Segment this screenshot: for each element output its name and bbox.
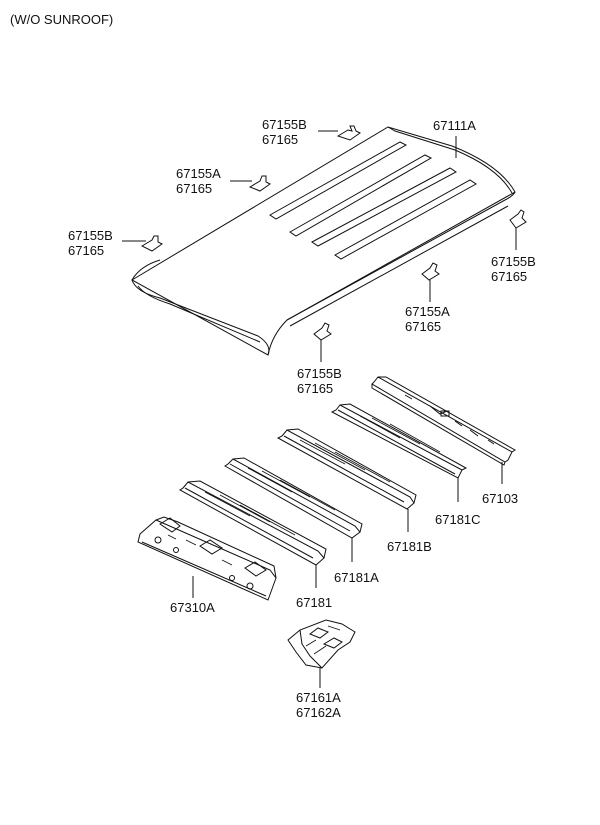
rear-rail <box>137 516 277 601</box>
roof-panel <box>130 126 516 356</box>
clip-left-a <box>230 175 271 192</box>
label-clip-right-b-1: 67155B <box>491 254 536 269</box>
label-clip-bottom-b-2: 67165 <box>297 381 333 396</box>
clip-bottom-b <box>313 322 332 362</box>
front-rail <box>371 376 516 484</box>
bracket <box>287 619 356 688</box>
clip-top <box>318 125 361 141</box>
bow-b <box>276 428 417 532</box>
diagram-caption: (W/O SUNROOF) <box>10 12 113 27</box>
label-clip-bottom-b-1: 67155B <box>297 366 342 381</box>
label-clip-mid-a-1: 67155A <box>405 304 450 319</box>
label-clip-left-b-2: 67165 <box>68 243 104 258</box>
label-clip-top-1: 67155B <box>262 117 307 132</box>
bow <box>179 480 327 588</box>
label-bracket-2: 67162A <box>296 705 341 720</box>
label-bow: 67181 <box>296 595 332 610</box>
label-clip-left-b-1: 67155B <box>68 228 113 243</box>
label-clip-right-b-2: 67165 <box>491 269 527 284</box>
clip-left-b <box>122 235 163 252</box>
label-roof-panel: 67111A <box>433 118 476 133</box>
bow-c <box>330 403 468 502</box>
label-clip-top-2: 67165 <box>262 132 298 147</box>
label-clip-left-a-1: 67155A <box>176 166 221 181</box>
label-bow-a: 67181A <box>334 570 379 585</box>
label-bracket-1: 67161A <box>296 690 341 705</box>
label-clip-left-a-2: 67165 <box>176 181 212 196</box>
bow-a <box>224 457 363 562</box>
label-rear-rail: 67310A <box>170 600 215 615</box>
clip-mid-a <box>421 262 440 302</box>
label-bow-c: 67181C <box>435 512 481 527</box>
label-clip-mid-a-2: 67165 <box>405 319 441 334</box>
clip-right-b <box>509 209 527 250</box>
label-front-rail: 67103 <box>482 491 518 506</box>
label-bow-b: 67181B <box>387 539 432 554</box>
